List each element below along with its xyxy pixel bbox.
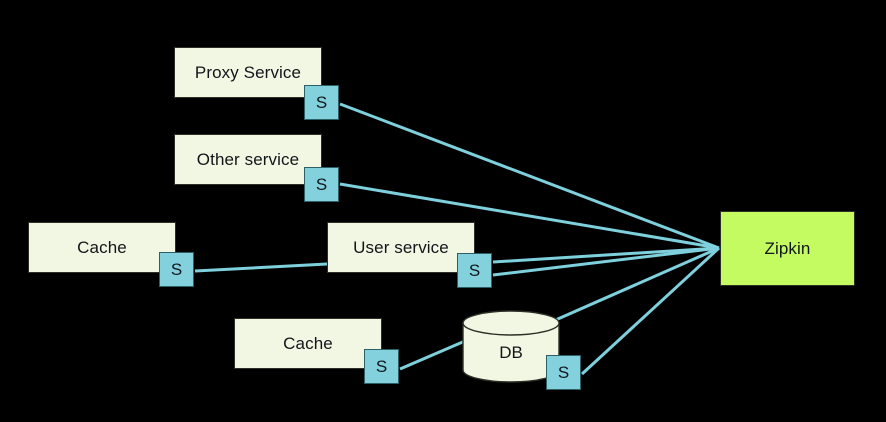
edge-user-service-top-to-zipkin <box>492 246 720 264</box>
badge-cache-bottom[interactable]: S <box>364 349 399 384</box>
node-user-service-label: User service <box>353 237 449 257</box>
node-zipkin-label: Zipkin <box>764 238 811 258</box>
node-user-service[interactable]: User service <box>327 222 475 273</box>
badge-user-service[interactable]: S <box>457 253 492 288</box>
badge-cache-bottom-label: S <box>375 356 388 376</box>
node-cache-left[interactable]: Cache <box>28 222 176 273</box>
badge-user-service-label: S <box>468 260 481 280</box>
node-other-service[interactable]: Other service <box>174 134 322 185</box>
badge-cache-left-label: S <box>170 259 183 279</box>
node-cache-bottom[interactable]: Cache <box>234 318 382 369</box>
node-proxy-service-label: Proxy Service <box>194 62 302 82</box>
node-proxy-service[interactable]: Proxy Service <box>174 47 322 98</box>
badge-other-service-label: S <box>315 174 328 194</box>
node-cache-left-label: Cache <box>77 237 127 257</box>
badge-proxy-service-label: S <box>315 92 328 112</box>
edge-user-service-bottom-to-zipkin <box>492 246 720 277</box>
edge-other-to-zipkin <box>339 182 720 250</box>
edge-cache-left-to-user-service <box>194 262 328 273</box>
node-other-service-label: Other service <box>196 149 300 169</box>
badge-cache-left[interactable]: S <box>159 252 194 287</box>
badge-other-service[interactable]: S <box>304 167 339 202</box>
badge-db[interactable]: S <box>546 355 581 390</box>
db-cylinder-icon <box>462 310 560 383</box>
badge-db-label: S <box>557 362 570 382</box>
node-zipkin[interactable]: Zipkin <box>720 211 855 286</box>
edge-cache-bottom-to-db <box>399 339 466 371</box>
edge-db-badge-to-zipkin <box>580 246 721 376</box>
node-cache-bottom-label: Cache <box>283 333 333 353</box>
edge-proxy-to-zipkin <box>339 102 720 250</box>
badge-proxy-service[interactable]: S <box>304 85 339 120</box>
edge-db-to-zipkin <box>550 246 720 324</box>
